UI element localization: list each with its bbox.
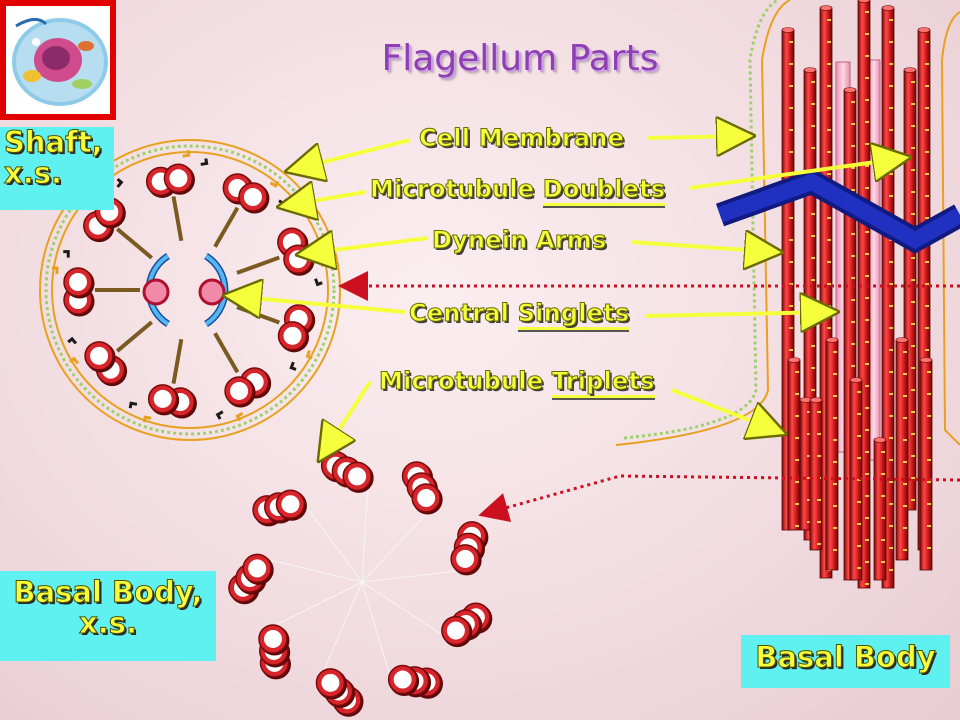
triplet-tubule <box>342 461 374 493</box>
shaft-xs-line1: Shaft, <box>4 125 104 159</box>
dynein-arm <box>235 411 244 422</box>
microtubule-rod <box>873 437 887 581</box>
label-microtubule-triplets: Microtubule Triplets <box>378 367 655 398</box>
doublet-tubule <box>224 376 256 408</box>
label-dynein-arms: Dynein Arms <box>432 226 607 255</box>
doublet-tubule <box>283 244 315 276</box>
label-microtubule-doublets: Microtubule Doublets <box>369 175 666 206</box>
label-cell-membrane: Cell Membrane <box>418 124 625 153</box>
basal-spokes <box>269 487 457 674</box>
dynein-arm <box>289 361 297 371</box>
triplet-tubule <box>258 624 290 656</box>
dynein-arm <box>116 177 124 188</box>
triplet-tubule <box>411 483 443 515</box>
doublet-tubule <box>277 321 310 353</box>
label-triplets: Triplets <box>551 367 655 398</box>
radial-spokes <box>95 196 280 384</box>
dynein-arm <box>142 415 152 423</box>
cell-thumbnail <box>0 0 116 120</box>
label-microtubule-prefix: Microtubule <box>369 175 535 204</box>
label-arrows <box>230 136 904 456</box>
connector-arrows <box>338 271 960 522</box>
basal-spoke <box>361 581 442 635</box>
basal-spoke <box>361 487 369 583</box>
dynein-arm <box>200 158 209 166</box>
dynein-arm <box>69 356 79 365</box>
basal-spoke <box>361 570 457 583</box>
triplet-tubule <box>242 553 274 585</box>
triplet-tubule <box>275 489 307 521</box>
radial-spoke <box>115 320 153 353</box>
radial-spoke <box>171 338 184 384</box>
basal-spoke <box>323 581 363 670</box>
dynein-arm <box>269 180 280 188</box>
radial-spoke <box>115 227 153 260</box>
triplet-tubule <box>441 615 473 648</box>
doublet-tubule <box>147 384 180 416</box>
dynein-arm <box>51 266 59 274</box>
label-doublets: Doublets <box>542 175 666 206</box>
shaft-xs-line2: x.s. <box>4 156 63 190</box>
basal-spoke <box>305 505 363 583</box>
dynein-arm <box>63 250 70 258</box>
triplet-tubule <box>315 668 347 700</box>
page-title: Flagellum Parts <box>381 38 659 79</box>
doublet-tubule <box>163 163 195 195</box>
label-microtubule-prefix-2: Microtubule <box>378 367 544 396</box>
microtubule-doublets <box>51 149 328 423</box>
dynein-arm <box>215 410 224 420</box>
radial-spoke <box>236 255 280 275</box>
microtubule-rod <box>825 337 839 571</box>
microtubule-rod <box>895 337 909 561</box>
doublet-tubule <box>63 267 95 299</box>
dynein-arm <box>314 278 323 287</box>
dynein-arm <box>305 350 313 360</box>
label-central-prefix: Central <box>408 299 510 328</box>
basal-spoke <box>361 581 390 674</box>
triplet-tubule <box>387 664 420 697</box>
triplet-tubule <box>450 544 482 576</box>
microtubule-rod <box>919 357 933 571</box>
basal-spoke <box>269 559 363 583</box>
radial-spoke <box>171 196 184 242</box>
basal-body-cross-section <box>228 451 493 717</box>
basal-spoke <box>361 512 428 583</box>
microtubule-triplets <box>228 451 493 717</box>
label-central-singlets: Central Singlets <box>408 299 630 330</box>
cell-illustration-icon <box>12 18 108 106</box>
radial-spoke <box>213 332 240 374</box>
basal-xs-panel: Basal Body, x.s. <box>0 571 216 661</box>
basal-xs-line1: Basal Body, <box>13 575 203 609</box>
label-singlets: Singlets <box>517 299 630 330</box>
basal-body-panel: Basal Body <box>741 635 950 688</box>
longitudinal-flagellum <box>615 0 960 589</box>
doublet-tubule <box>238 182 270 214</box>
dynein-arm <box>182 149 191 158</box>
radial-spoke <box>236 305 280 325</box>
microtubule-rods <box>781 0 933 589</box>
central-sheath <box>142 253 229 327</box>
shaft-cross-section <box>39 139 341 441</box>
dynein-arm <box>128 401 138 409</box>
microtubule-rod <box>849 377 863 581</box>
dynein-arm <box>67 336 78 345</box>
microtubule-rod <box>787 357 801 531</box>
basal-spoke <box>276 581 363 625</box>
shaft-xs-panel: Shaft, x.s. <box>0 125 114 210</box>
doublet-tubule <box>84 341 116 373</box>
microtubule-rod <box>809 397 823 551</box>
basal-xs-line2: x.s. <box>79 606 138 640</box>
radial-spoke <box>213 206 240 248</box>
dynein-arm <box>278 198 288 206</box>
